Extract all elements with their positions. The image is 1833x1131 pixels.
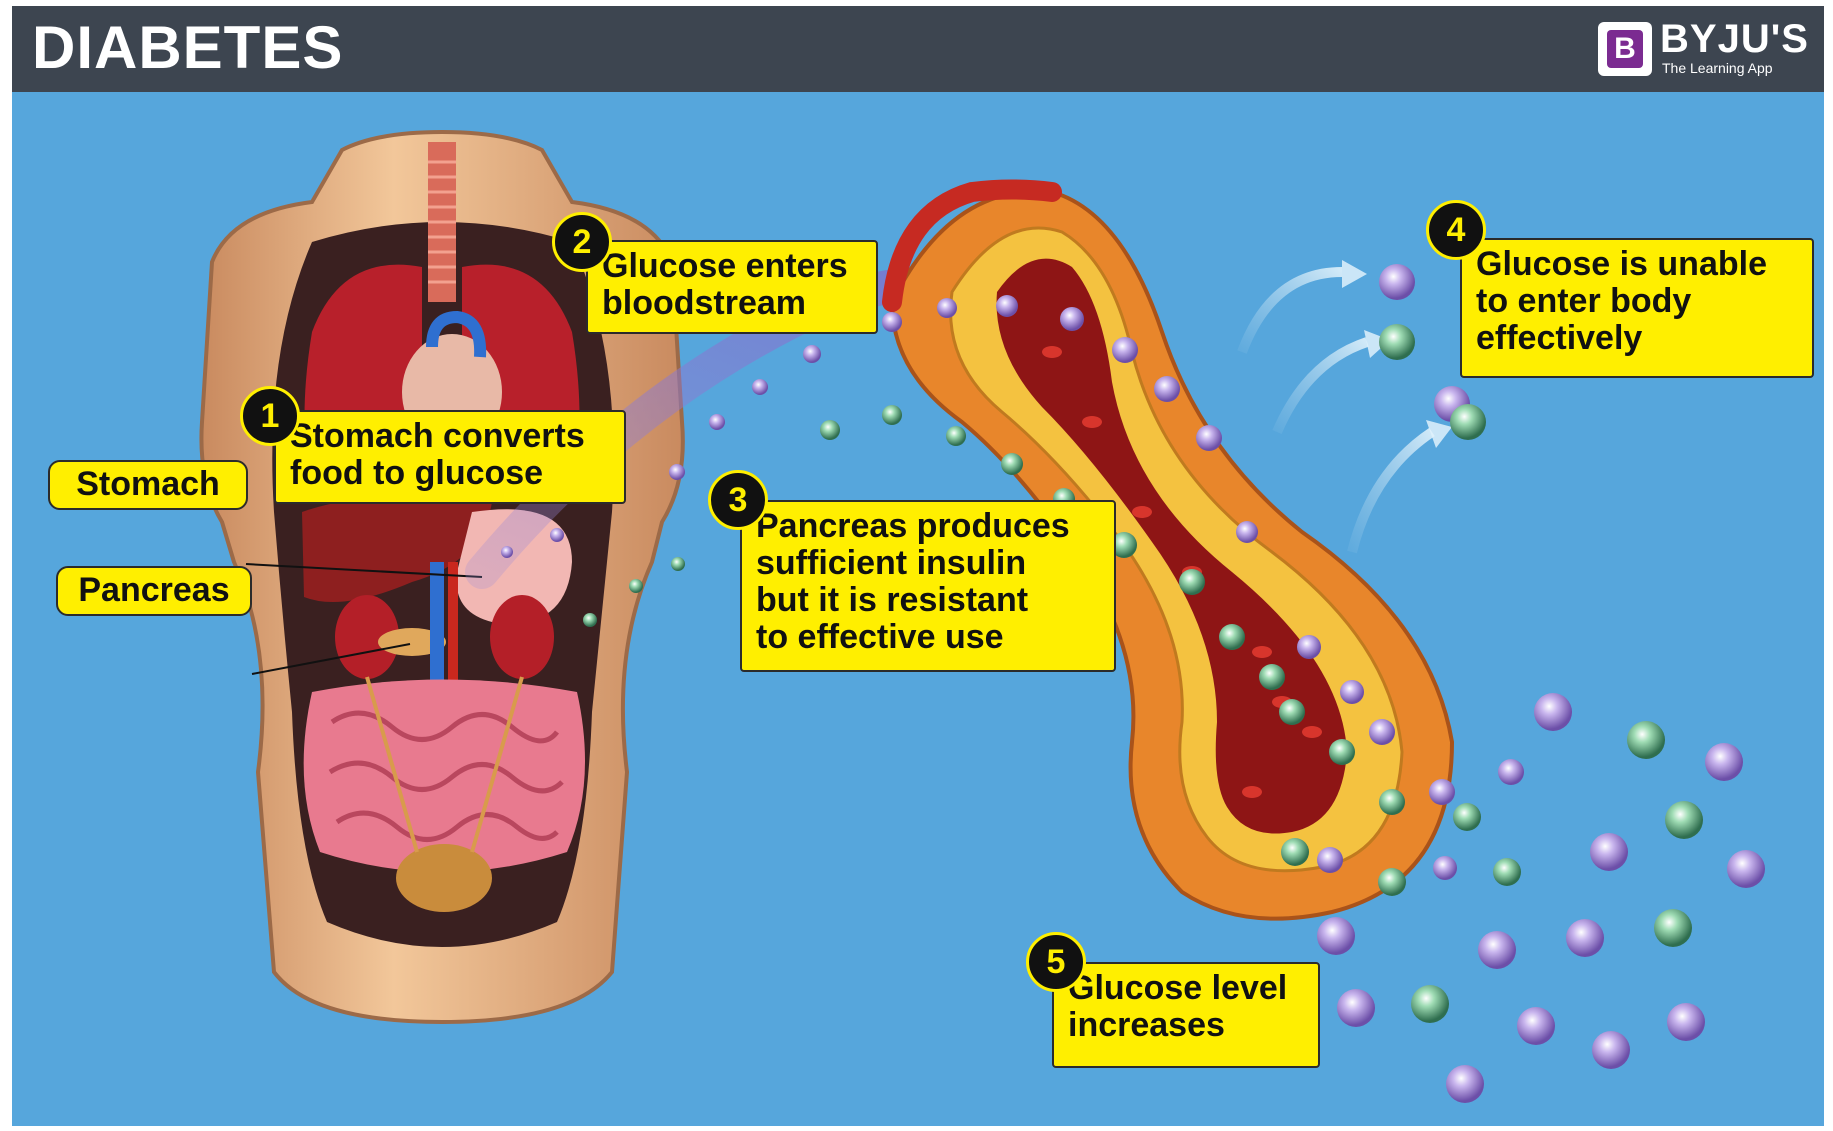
step-4-line-2: to enter body [1476, 283, 1800, 320]
escape-arrow-1 [1242, 272, 1342, 352]
bladder [396, 844, 492, 912]
escape-arrowhead-1 [1342, 260, 1367, 288]
step-3-line-3: but it is resistant [756, 582, 1102, 619]
escape-arrow-2 [1277, 342, 1367, 432]
stomach-label: Stomach [48, 460, 248, 510]
brand-logo: B BYJU'S The Learning App [1598, 18, 1808, 80]
step-5-badge: 5 [1026, 932, 1086, 992]
step-3-badge: 3 [708, 470, 768, 530]
step-5-callout: Glucose level increases [1052, 962, 1320, 1068]
brand-tagline: The Learning App [1662, 60, 1773, 76]
right-kidney [490, 595, 554, 679]
step-2-line-2: bloodstream [602, 285, 864, 322]
step-3-line-4: to effective use [756, 619, 1102, 656]
step-2-line-1: Glucose enters [602, 248, 864, 285]
escape-arrow-3 [1352, 432, 1432, 552]
step-1-badge: 1 [240, 386, 300, 446]
step-4-line-3: effectively [1476, 320, 1800, 357]
diagram-panel: Stomach Pancreas Stomach converts food t… [12, 92, 1824, 1126]
brand-mark-letter: B [1607, 30, 1643, 68]
step-3-line-1: Pancreas produces [756, 508, 1102, 545]
step-5-line-1: Glucose level [1068, 970, 1306, 1007]
step-3-line-2: sufficient insulin [756, 545, 1102, 582]
infographic-frame: DIABETES B BYJU'S The Learning App [12, 6, 1824, 1126]
step-3-callout: Pancreas produces sufficient insulin but… [740, 500, 1116, 672]
step-4-callout: Glucose is unable to enter body effectiv… [1460, 238, 1814, 378]
intestines [304, 680, 585, 873]
step-1-line-2: food to glucose [290, 455, 612, 492]
step-2-callout: Glucose enters bloodstream [586, 240, 878, 334]
page-title: DIABETES [32, 16, 343, 80]
header-bar: DIABETES B BYJU'S The Learning App [12, 6, 1824, 92]
step-4-line-1: Glucose is unable [1476, 246, 1800, 283]
step-4-badge: 4 [1426, 200, 1486, 260]
step-2-badge: 2 [552, 212, 612, 272]
step-5-line-2: increases [1068, 1007, 1306, 1044]
brand-name: BYJU'S [1660, 18, 1809, 60]
step-1-callout: Stomach converts food to glucose [274, 410, 626, 504]
brand-mark-icon: B [1598, 22, 1652, 76]
pancreas-label: Pancreas [56, 566, 252, 616]
step-1-line-1: Stomach converts [290, 418, 612, 455]
